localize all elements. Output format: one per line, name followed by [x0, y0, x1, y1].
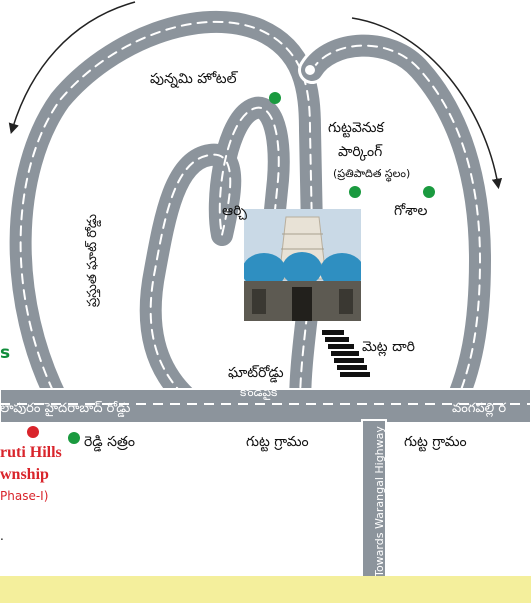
label-main-road-right: వంగపల్లి ర: [452, 401, 507, 416]
label-township-type: wnship: [0, 466, 49, 483]
label-existing-ghat-road: ప్రస్తుత ఘాట్ రోడ్డు: [84, 214, 100, 307]
main-road: [0, 388, 531, 424]
label-highway: Towards Warangal Highway: [372, 426, 386, 577]
label-gutta-venuka: గుట్టవెనుక: [328, 120, 384, 136]
poi-dot-goshala: [423, 186, 435, 198]
label-punnami-hotel: పున్నమి హోటల్: [150, 71, 237, 87]
label-gutta-gramam-2: గుట్ట గ్రామం: [404, 434, 467, 450]
steps-icon: [322, 330, 370, 377]
label-ghat-road: ఘాట్‌రోడ్డు: [228, 365, 284, 381]
bottom-info-strip: [0, 576, 531, 603]
label-edge-dot: .: [0, 529, 4, 543]
poi-dot-reddy-satram: [68, 432, 80, 444]
label-township-name: ruti Hills: [0, 444, 62, 461]
label-gutta-gramam-1: గుట్ట గ్రామం: [246, 434, 309, 450]
temple-photo: [244, 209, 361, 321]
label-goshala: గోశాల: [394, 203, 428, 219]
label-township-phase: Phase-I): [0, 489, 49, 503]
poi-dot-punnami-hotel: [269, 92, 281, 104]
label-arch: ఆర్చి: [222, 203, 247, 219]
label-proposed-site: (ప్రతిపాదిత స్థలం): [333, 167, 411, 180]
poi-dot-parking: [349, 186, 361, 198]
poi-dot-township: [27, 426, 39, 438]
label-edge-s: s: [0, 343, 11, 363]
label-main-road-left: లాపురం హైదరాబాద్ రోడ్డు: [0, 401, 131, 416]
label-to-hilltop: కొండపైకి: [240, 385, 278, 399]
label-steps-route: మెట్ల దారి: [362, 339, 415, 355]
junction-marker: [303, 63, 317, 77]
label-parking: పార్కింగ్: [338, 144, 383, 160]
label-reddy-satram: రెడ్డి సత్రం: [84, 434, 135, 450]
counterclockwise-arrow: [8, 1, 136, 135]
clockwise-arrow: [351, 17, 503, 190]
